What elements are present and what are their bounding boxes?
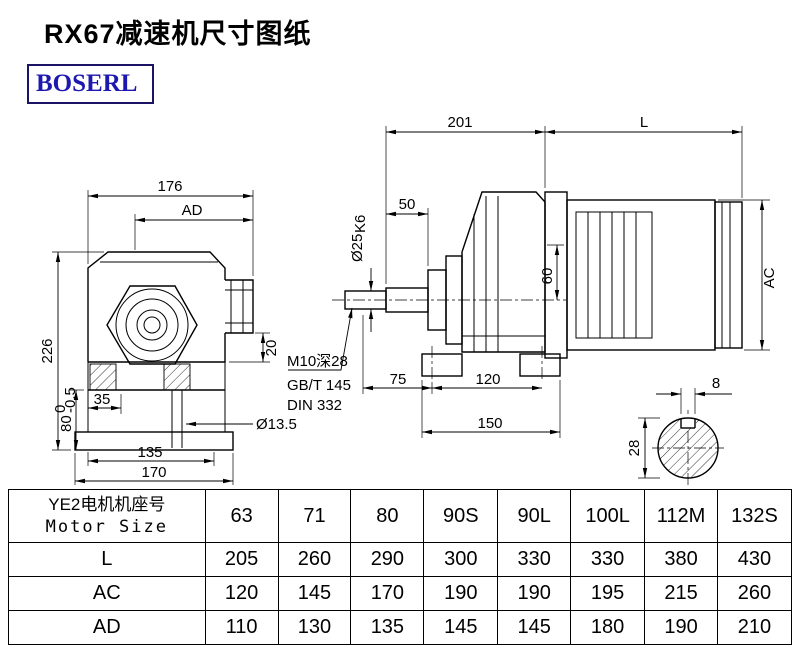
table-cell-size: 132S bbox=[716, 489, 793, 543]
table-cell: 430 bbox=[716, 542, 793, 577]
table-cell: 130 bbox=[277, 610, 352, 645]
motor-size-table: YE2电机机座号 Motor Size 63 71 80 90S 90L 100… bbox=[8, 489, 793, 645]
dim-60: 60 bbox=[539, 268, 556, 285]
row-label: AC bbox=[8, 576, 206, 611]
label-gbt145: GB/T 145 bbox=[287, 377, 351, 394]
table-cell: 205 bbox=[204, 542, 279, 577]
table-cell: 135 bbox=[350, 610, 425, 645]
table-row-L: L 205 260 290 300 330 330 380 430 bbox=[8, 542, 793, 577]
table-cell-size: 90S bbox=[423, 489, 499, 543]
table-header-row: YE2电机机座号 Motor Size 63 71 80 90S 90L 100… bbox=[8, 489, 793, 543]
dim-50: 50 bbox=[399, 196, 416, 213]
table-cell: 300 bbox=[423, 542, 499, 577]
table-cell: 215 bbox=[644, 576, 718, 611]
table-row-AC: AC 120 145 170 190 190 195 215 260 bbox=[8, 576, 793, 611]
table-cell: 260 bbox=[716, 576, 793, 611]
table-cell: 110 bbox=[204, 610, 279, 645]
dim-ad: AD bbox=[182, 202, 203, 219]
dim-80: 80 bbox=[58, 415, 75, 432]
table-cell-size: 100L bbox=[570, 489, 646, 543]
page-title: RX67减速机尺寸图纸 bbox=[44, 19, 312, 49]
dim-shaft-fit: K6 bbox=[352, 215, 369, 233]
dim-8: 8 bbox=[712, 375, 720, 392]
dim-226: 226 bbox=[39, 338, 56, 363]
table-cell: 145 bbox=[497, 610, 572, 645]
table-cell: 330 bbox=[497, 542, 572, 577]
label-din332: DIN 332 bbox=[287, 397, 342, 414]
front-view: 176 AD 226 80 0 -0.5 bbox=[39, 178, 297, 485]
table-cell: 190 bbox=[644, 610, 718, 645]
dim-80-tol-lower: -0.5 bbox=[62, 387, 79, 413]
dim-201: 201 bbox=[447, 114, 472, 131]
table-cell: 180 bbox=[570, 610, 646, 645]
dim-135: 135 bbox=[137, 444, 162, 461]
table-cell: 170 bbox=[350, 576, 425, 611]
table-cell: 145 bbox=[423, 610, 499, 645]
table-header-motor-size: YE2电机机座号 Motor Size bbox=[8, 489, 206, 543]
table-cell: 190 bbox=[423, 576, 499, 611]
table-row-AD: AD 110 130 135 145 145 180 190 210 bbox=[8, 610, 793, 645]
table-cell: 380 bbox=[644, 542, 718, 577]
table-cell: 120 bbox=[204, 576, 279, 611]
table-cell: 190 bbox=[497, 576, 572, 611]
table-cell-size: 112M bbox=[644, 489, 718, 543]
dim-35: 35 bbox=[94, 391, 111, 408]
table-cell: 145 bbox=[277, 576, 352, 611]
side-view: 201 L 50 Ø25 K6 60 bbox=[287, 114, 778, 438]
dim-20: 20 bbox=[263, 340, 280, 357]
table-cell: 330 bbox=[570, 542, 646, 577]
dim-75: 75 bbox=[390, 371, 407, 388]
dim-150: 150 bbox=[477, 415, 502, 432]
dim-hole-13-5: Ø13.5 bbox=[256, 416, 297, 433]
label-m10: M10深28 bbox=[287, 353, 348, 370]
table-cell-size: 71 bbox=[277, 489, 352, 543]
dim-170: 170 bbox=[141, 464, 166, 481]
dim-ac: AC bbox=[761, 267, 778, 288]
table-cell: 260 bbox=[277, 542, 352, 577]
table-cell: 195 bbox=[570, 576, 646, 611]
dim-80-tol-upper: 0 bbox=[52, 405, 69, 413]
header-label-cn: YE2电机机座号 bbox=[48, 495, 166, 514]
dim-176: 176 bbox=[157, 178, 182, 195]
table-cell: 210 bbox=[716, 610, 793, 645]
brand-logo: BOSERL bbox=[27, 64, 154, 104]
table-cell-size: 80 bbox=[350, 489, 425, 543]
table-cell: 290 bbox=[350, 542, 425, 577]
table-cell-size: 63 bbox=[204, 489, 279, 543]
shaft-key-view: 8 28 bbox=[626, 375, 732, 486]
row-label: L bbox=[8, 542, 206, 577]
dim-shaft-diameter: Ø25 bbox=[349, 234, 366, 262]
dim-28: 28 bbox=[626, 440, 643, 457]
dim-120: 120 bbox=[475, 371, 500, 388]
header-label-en: Motor Size bbox=[45, 517, 168, 537]
row-label: AD bbox=[8, 610, 206, 645]
table-cell-size: 90L bbox=[497, 489, 572, 543]
dim-L: L bbox=[640, 114, 648, 131]
